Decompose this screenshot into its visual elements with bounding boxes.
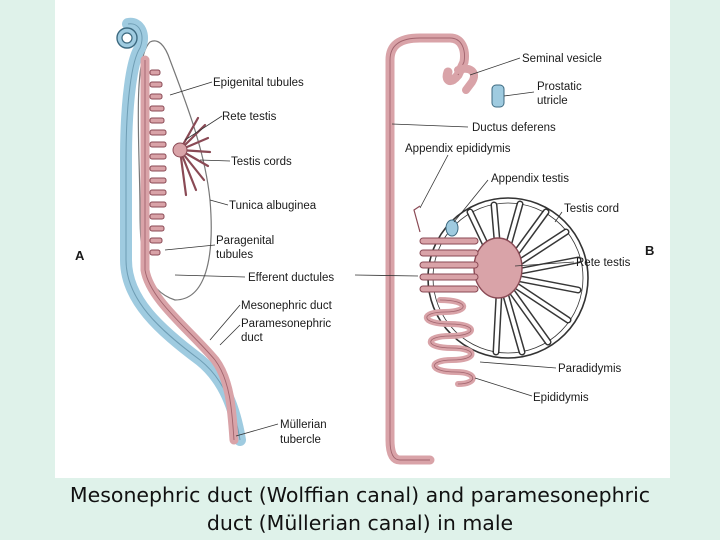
appendix-epididymis (413, 205, 421, 233)
panel-a-letter: A (75, 248, 85, 263)
label-rete-testis-b: Rete testis (576, 257, 631, 269)
label-ductus-deferens: Ductus deferens (472, 122, 556, 134)
label-mesonephric-duct: Mesonephric duct (241, 300, 333, 312)
caption-line-2: duct (Müllerian canal) in male (206, 511, 514, 535)
label-testis-cord: Testis cord (564, 203, 619, 215)
label-paragenital-tubules-1: Paragenital (216, 235, 274, 247)
rete-testis-b (473, 237, 523, 299)
label-epididymis: Epididymis (533, 392, 589, 404)
caption-line-1: Mesonephric duct (Wolffian canal) and pa… (69, 483, 651, 507)
label-paradidymis: Paradidymis (558, 363, 622, 375)
efferent-ductules-b (419, 237, 479, 293)
label-appendix-epididymis: Appendix epididymis (405, 143, 511, 155)
rete-testis-a (172, 142, 188, 158)
panel-b: B Seminal vesicle Prostatic utricle Duct… (354, 33, 654, 465)
label-mullerian-tubercle-2: tubercle (280, 434, 321, 446)
label-epigenital-tubules: Epigenital tubules (213, 77, 304, 89)
label-paramesonephric-duct-2: duct (241, 332, 264, 344)
seminal-vesicle (454, 64, 478, 94)
label-mullerian-tubercle-1: Müllerian (280, 419, 327, 431)
label-rete-testis-a: Rete testis (222, 111, 277, 123)
panel-a: A Epigenital tubules Rete testis Testis … (75, 17, 334, 446)
label-testis-cords: Testis cords (231, 156, 292, 168)
label-appendix-testis: Appendix testis (491, 173, 569, 185)
label-seminal-vesicle: Seminal vesicle (522, 53, 602, 65)
label-paramesonephric-duct-1: Paramesonephric (241, 318, 331, 330)
label-tunica-albuginea: Tunica albuginea (229, 200, 317, 212)
embryology-diagram: A Epigenital tubules Rete testis Testis … (75, 17, 654, 465)
label-paragenital-tubules-2: tubules (216, 249, 253, 261)
label-prostatic-utricle-1: Prostatic (537, 81, 582, 93)
label-prostatic-utricle-2: utricle (537, 95, 568, 107)
appendix-testis (445, 219, 459, 237)
mesonephric-tubules (149, 69, 167, 256)
prostatic-utricle (491, 84, 505, 108)
panel-b-letter: B (645, 243, 654, 258)
label-efferent-ductules: Efferent ductules (248, 272, 334, 284)
